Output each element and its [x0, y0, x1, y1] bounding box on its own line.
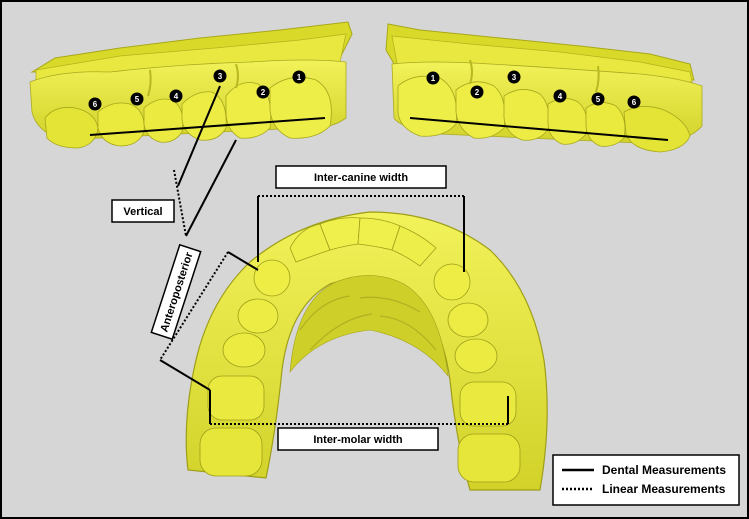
ap-lower-line — [159, 359, 211, 391]
legend-dental-label: Dental Measurements — [602, 463, 726, 477]
ap-upper-line — [227, 251, 259, 271]
tooth-badge: 2 — [470, 85, 484, 99]
left-model-dental-line — [89, 117, 326, 136]
tooth-badge: 4 — [169, 89, 183, 103]
svg-text:6: 6 — [632, 98, 637, 107]
tooth-badge: 6 — [88, 97, 102, 111]
svg-text:3: 3 — [512, 73, 517, 82]
svg-text:Inter-canine width: Inter-canine width — [314, 172, 408, 184]
right-model-tooth-numbers: 1 2 3 4 5 6 — [426, 70, 641, 109]
vertical-linear-line — [173, 169, 187, 237]
ap-linear-line — [159, 251, 229, 361]
svg-text:5: 5 — [596, 95, 601, 104]
tooth-badge: 5 — [591, 92, 605, 106]
svg-text:2: 2 — [475, 88, 480, 97]
legend: Dental Measurements Linear Measurements — [552, 454, 740, 506]
inter-canine-width-label: Inter-canine width — [275, 165, 447, 189]
svg-text:3: 3 — [218, 72, 223, 81]
right-dental-model — [385, 23, 703, 153]
vertical-upper-line — [177, 85, 221, 187]
tooth-badge: 1 — [292, 70, 306, 84]
svg-text:2: 2 — [261, 88, 266, 97]
svg-text:5: 5 — [135, 95, 140, 104]
vertical-lower-line — [185, 139, 237, 237]
legend-box — [552, 454, 740, 506]
left-dental-model — [29, 21, 353, 149]
occlusal-arch-model — [185, 211, 548, 491]
svg-text:Inter-molar width: Inter-molar width — [313, 434, 403, 446]
tooth-badge: 3 — [507, 70, 521, 84]
tooth-badge: 3 — [213, 69, 227, 83]
svg-text:4: 4 — [174, 92, 179, 101]
tooth-badge: 2 — [256, 85, 270, 99]
tooth-badge: 1 — [426, 71, 440, 85]
svg-text:4: 4 — [558, 92, 563, 101]
legend-linear-label: Linear Measurements — [602, 482, 726, 496]
tooth-badge: 4 — [553, 89, 567, 103]
svg-text:1: 1 — [297, 73, 302, 82]
vertical-label: Vertical — [111, 199, 175, 223]
svg-text:6: 6 — [93, 100, 98, 109]
right-model-dental-line — [409, 117, 669, 141]
tooth-badge: 5 — [130, 92, 144, 106]
left-model-tooth-numbers: 6 5 4 3 2 1 — [88, 69, 306, 111]
inter-molar-width-label: Inter-molar width — [277, 427, 439, 451]
svg-text:Vertical: Vertical — [123, 206, 162, 218]
measurement-lines — [89, 85, 669, 425]
tooth-badge: 6 — [627, 95, 641, 109]
svg-text:1: 1 — [431, 74, 436, 83]
